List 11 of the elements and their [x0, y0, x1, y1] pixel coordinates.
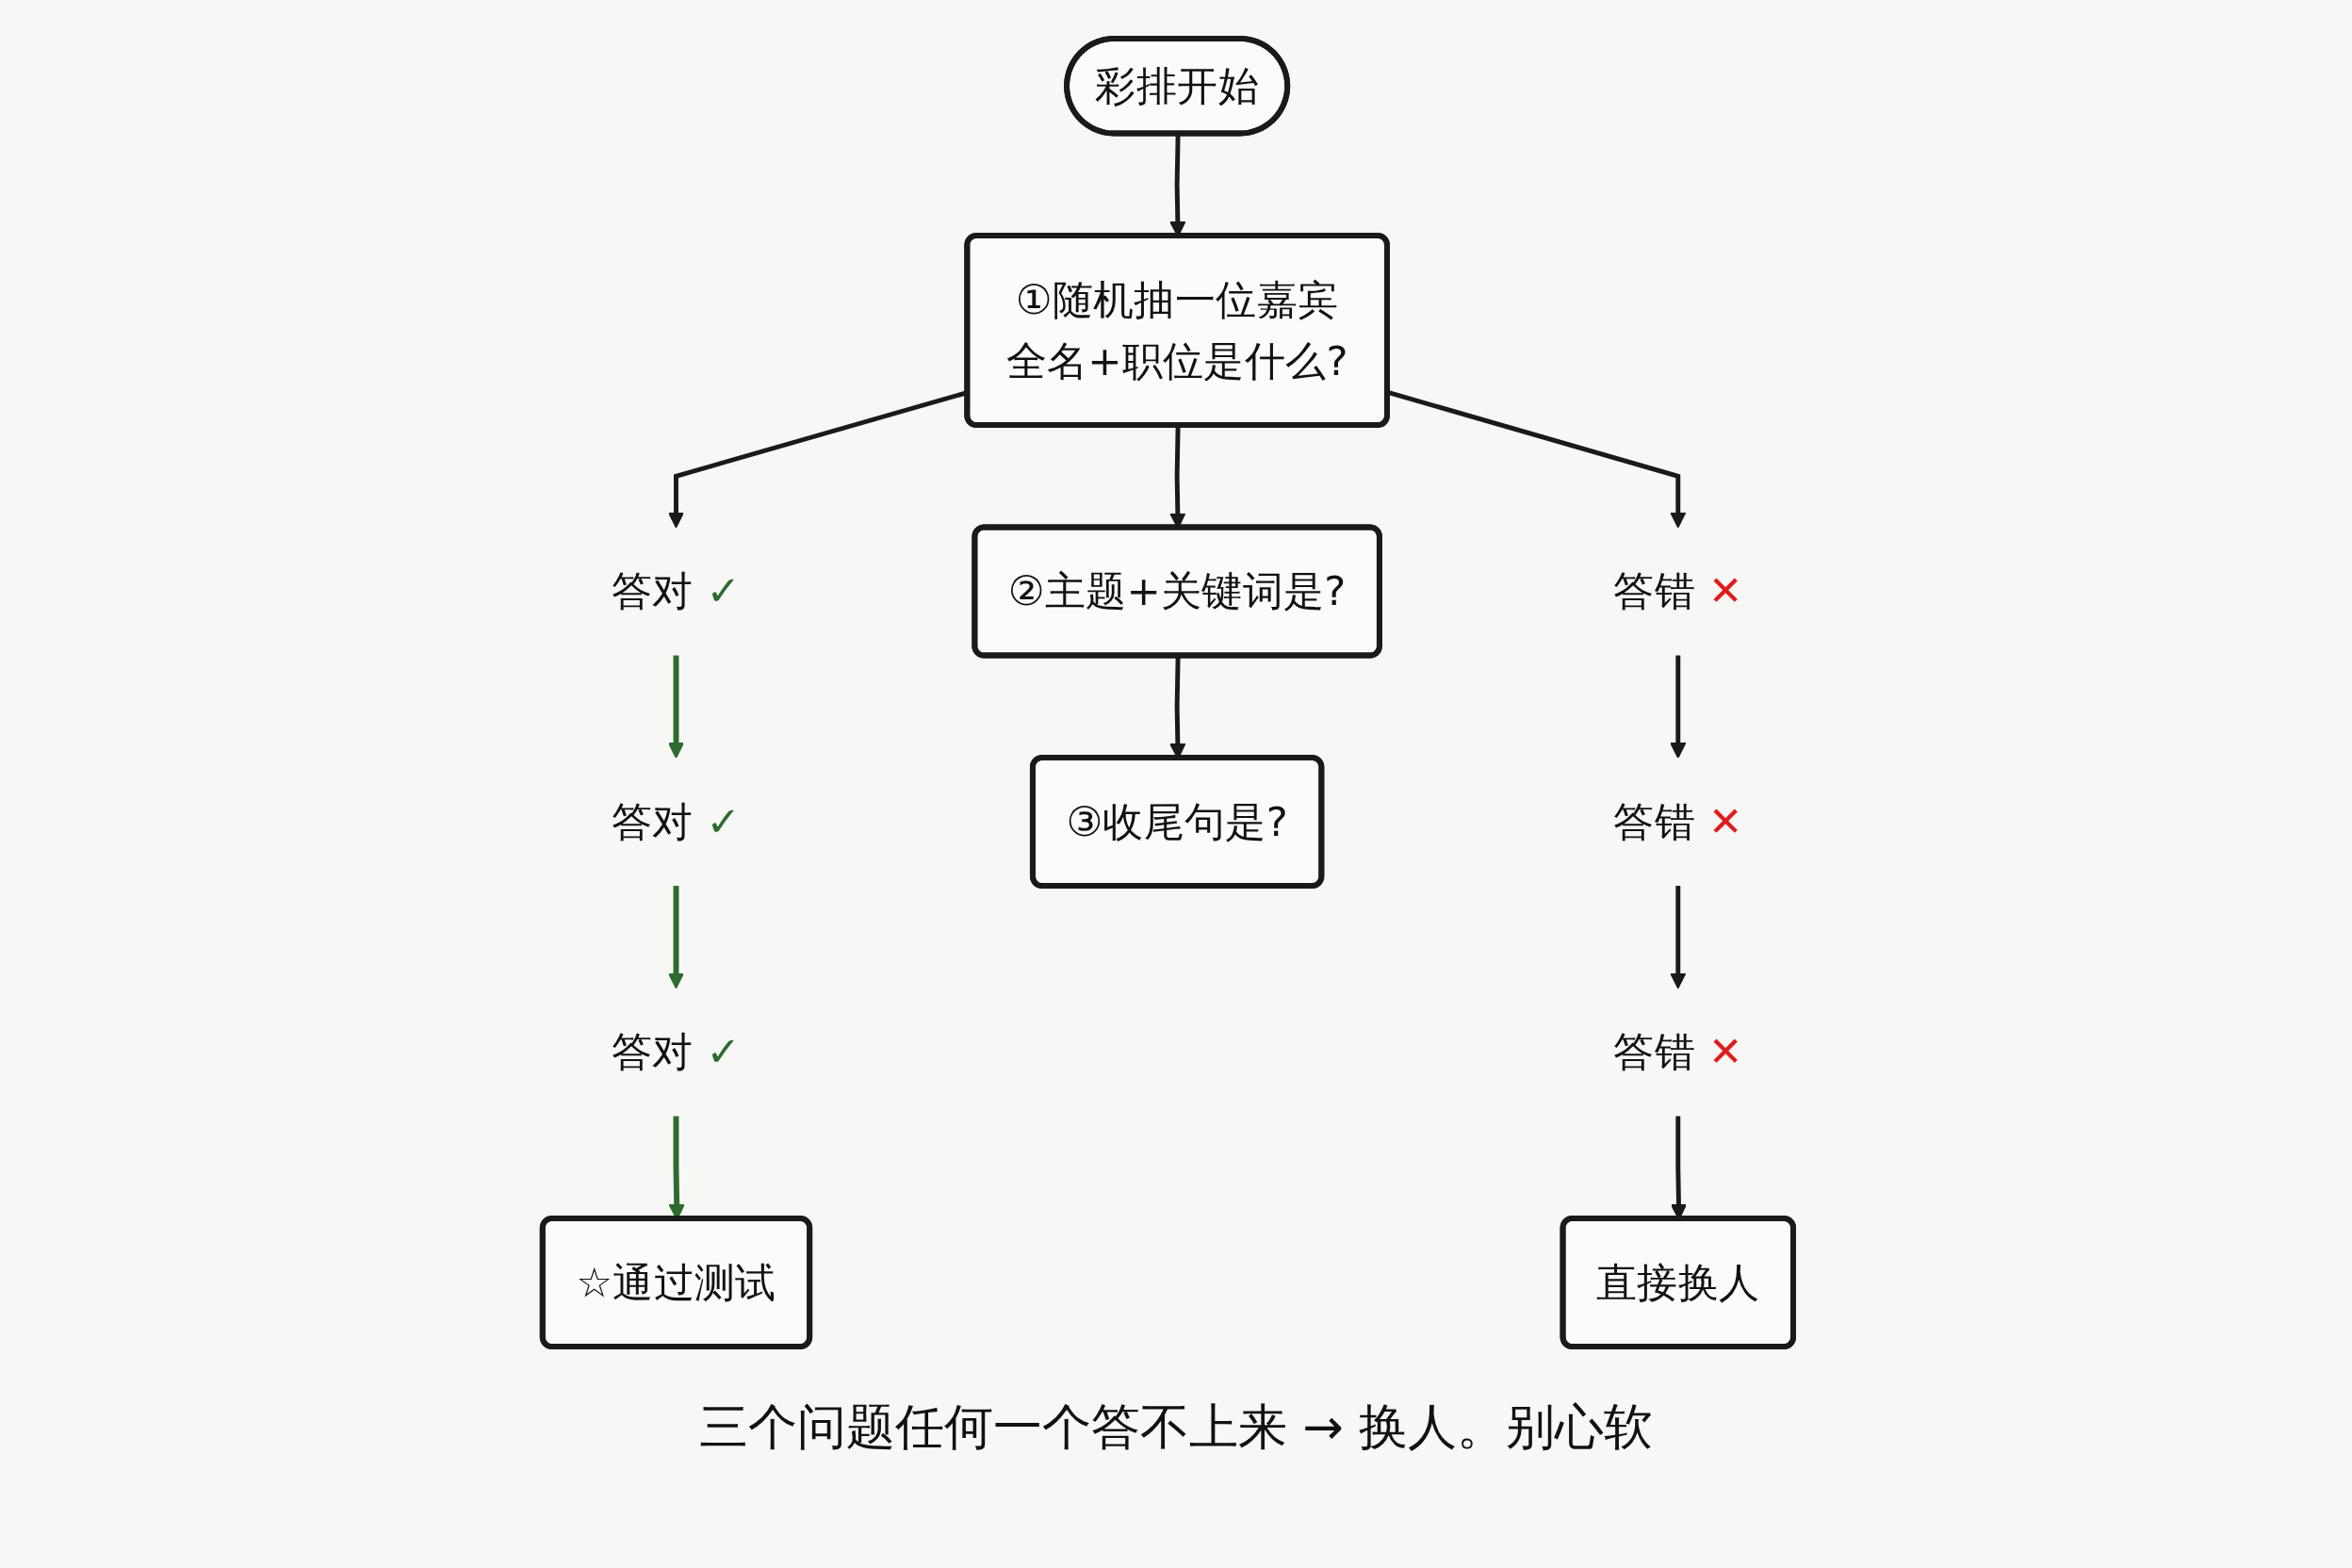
caption: 三个问题任何一个答不上来 → 换人。别心软: [698, 1398, 1654, 1455]
arrow: [1670, 886, 1687, 989]
node-text: 答对 ✓: [612, 1028, 741, 1076]
node-text: 答对 ✓: [612, 567, 741, 615]
node-text: 答错 ✕: [1613, 1028, 1743, 1076]
arrow: [1670, 655, 1687, 759]
node-text: 答对 ✓: [612, 798, 741, 845]
arrow: [667, 886, 685, 989]
arrow: [667, 655, 685, 759]
node-text: 答错 ✕: [1613, 798, 1743, 845]
node-text: 答错 ✕: [1613, 567, 1743, 615]
